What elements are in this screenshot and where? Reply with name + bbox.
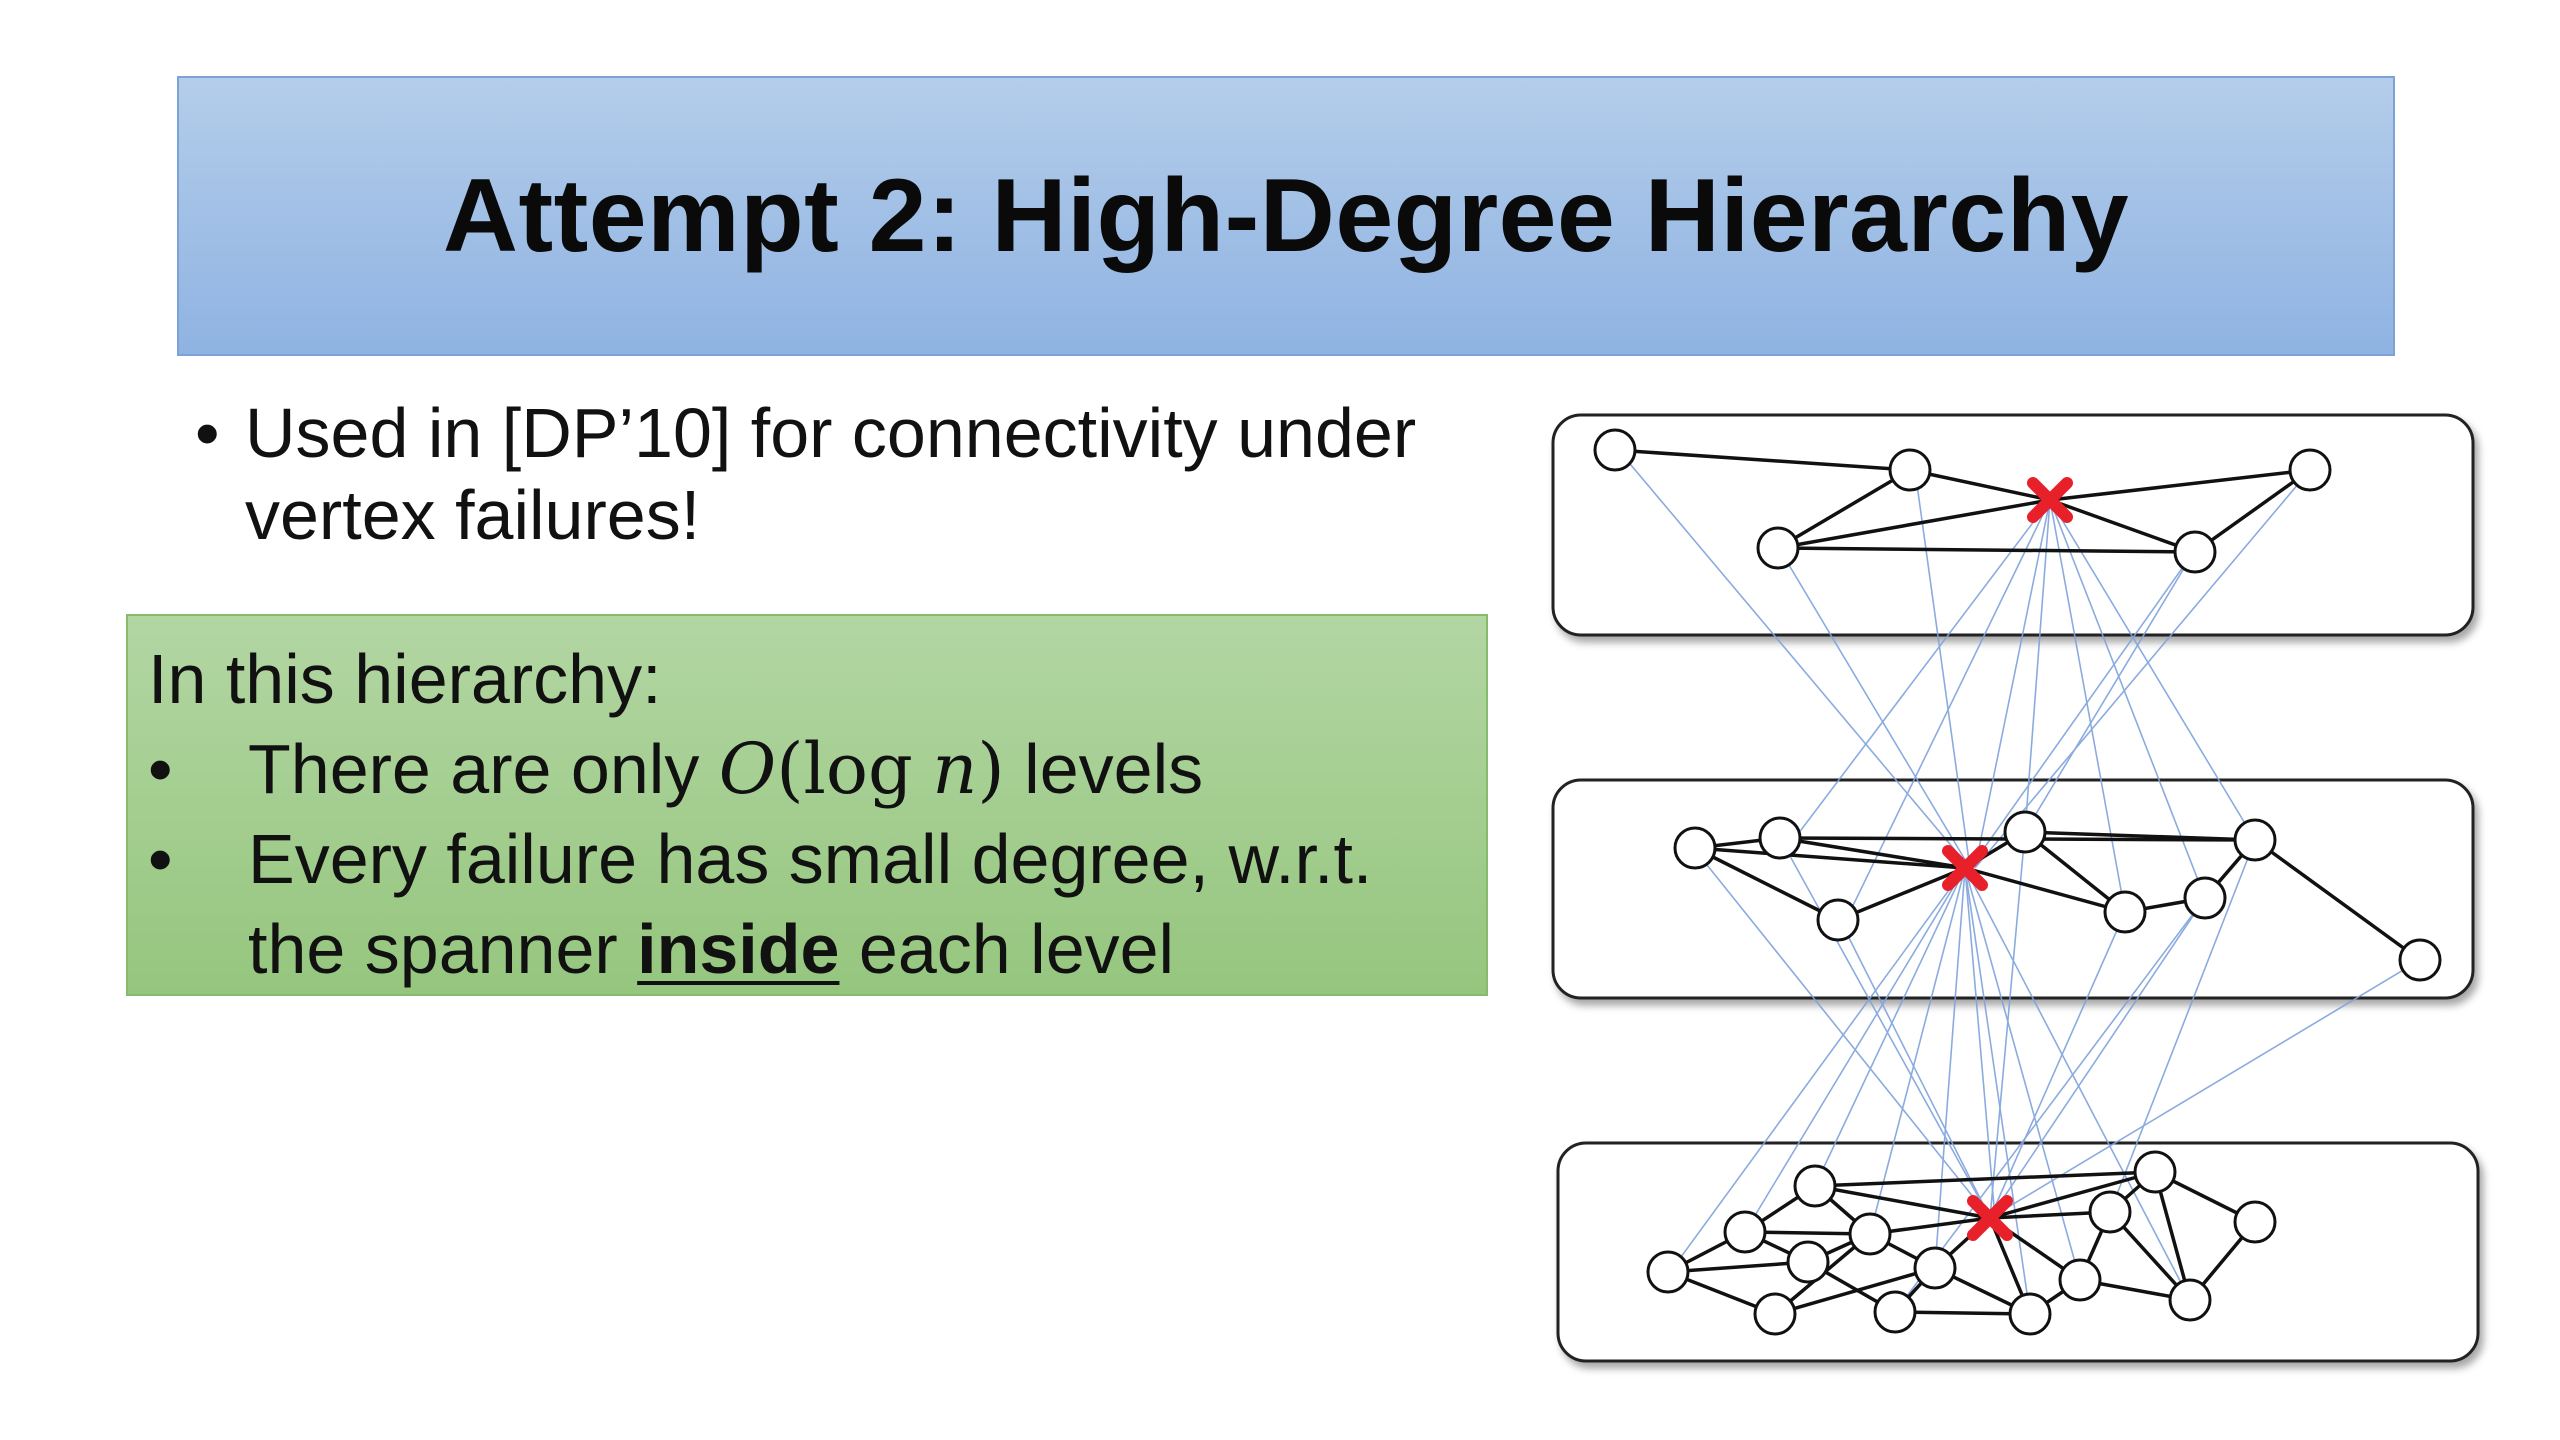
graph-node [2133,1150,2177,1194]
graph-node [1758,816,1802,860]
red-x-icon [2027,477,2073,523]
levels-text-pre: There are only [248,730,719,808]
graph-node [2233,818,2277,862]
degree-line-1: Every failure has small degree, w.r.t. [248,820,1373,898]
graph-node [1593,428,1637,472]
graph-node [1753,1292,1797,1336]
title-banner: Attempt 2: High-Degree Hierarchy [177,76,2395,356]
graph-node [2003,810,2047,854]
level-middle-graph [1673,810,2442,982]
math-n: n [932,728,978,810]
graph-node [2088,1190,2132,1234]
bullet-dot: • [148,730,173,808]
graph-node [2288,448,2332,492]
level-top-box [1551,413,2475,637]
bullet-dot: • [148,820,173,898]
graph-node [2008,1292,2052,1336]
cross-level-edges [1619,451,2421,1315]
graph-node [1848,1212,1892,1256]
graph-node [2058,1258,2102,1302]
hierarchy-item-levels: • There are only O(log n) levels [148,724,1486,814]
graph-node [1888,448,1932,492]
bullet-dot: • [195,394,220,472]
math-log: log [803,728,913,810]
intro-line-2: vertex failures! [245,476,701,554]
levels-text-post: levels [1004,730,1204,808]
degree-line-2-pre: the spanner [248,910,638,988]
graph-node [2183,876,2227,920]
graph-node [1793,1164,1837,1208]
hierarchy-item-degree: • Every failure has small degree, w.r.t.… [148,814,1486,994]
graph-node [2233,1200,2277,1244]
graph-node [1673,826,1717,870]
level-bottom-graph [1646,1150,2277,1336]
graph-node [1786,1240,1830,1284]
emphasis-inside: inside [637,910,840,988]
degree-line-2-post: each level [839,910,1175,988]
intro-line-1: Used in [DP’10] for connectivity under [245,394,1417,472]
graph-node [2398,938,2442,982]
graph-node [1816,898,1860,942]
graph-node [1723,1210,1767,1254]
hierarchy-box: In this hierarchy: • There are only O(lo… [126,614,1488,996]
hierarchy-heading: In this hierarchy: [148,640,662,718]
math-open-paren: ( [776,728,804,810]
graph-node [2173,530,2217,574]
math-close-paren: ) [977,728,1005,810]
graph-node [1756,526,1800,570]
math-big-o: O [718,728,777,810]
graph-node [2103,890,2147,934]
red-x-icon [1967,1195,2013,1241]
graph-node [2168,1278,2212,1322]
graph-node [1646,1250,1690,1294]
graph-node [1873,1290,1917,1334]
graph-node [1913,1246,1957,1290]
degree-line-2: the spanner inside each level [248,904,1372,994]
red-x-icon [1942,845,1988,891]
intro-bullet: • Used in [DP’10] for connectivity under… [195,392,1525,556]
slide-title: Attempt 2: High-Degree Hierarchy [442,157,2130,274]
level-top-graph [1593,428,2332,574]
